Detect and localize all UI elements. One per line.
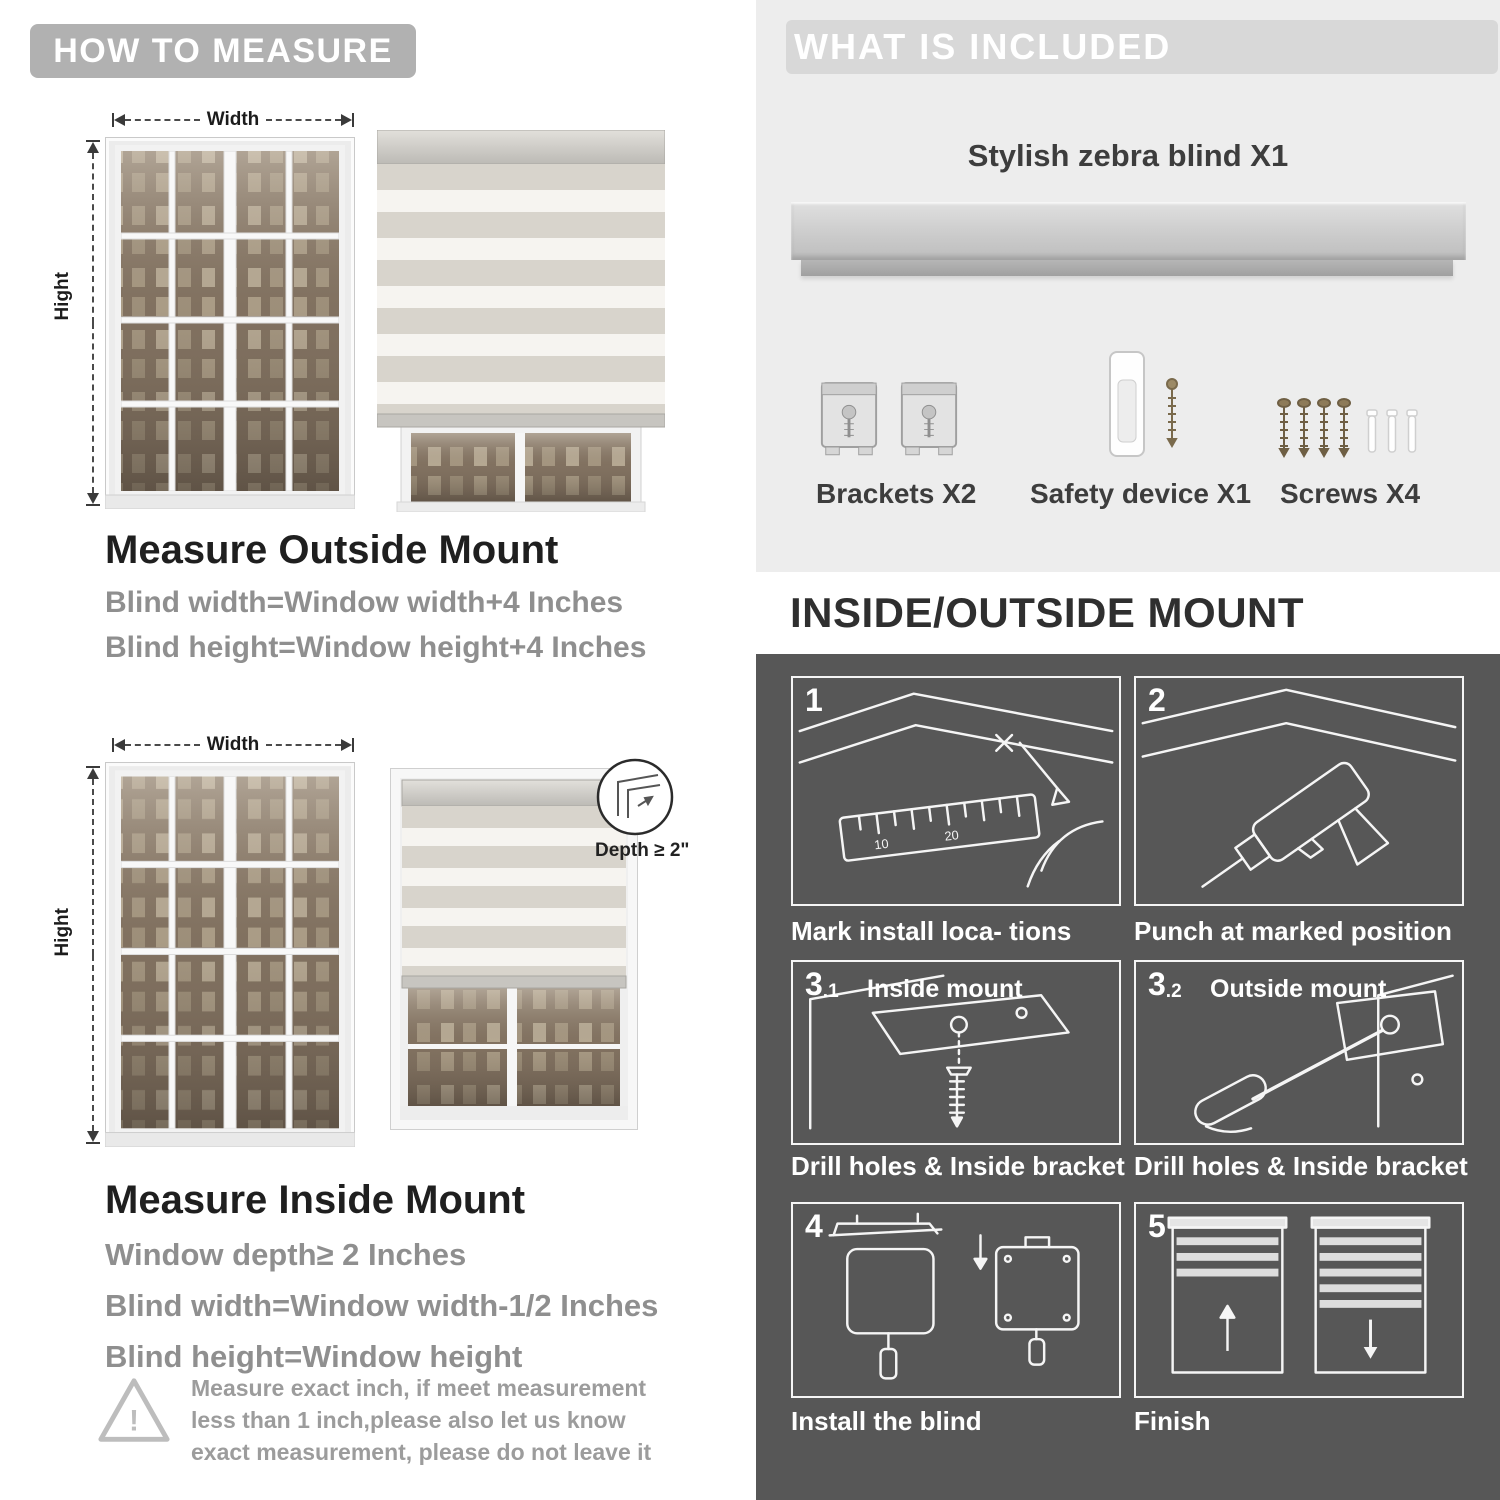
screws-label: Screws X4	[1280, 478, 1421, 509]
svg-text:!: !	[129, 1406, 139, 1438]
how-to-measure-header: HOW TO MEASURE	[30, 24, 416, 78]
width-label: Width	[206, 734, 260, 755]
inside-mount-rule-3: Blind height=Window height	[105, 1339, 523, 1374]
what-is-included-header: WHAT IS INCLUDED	[786, 20, 1498, 74]
step-panel-5: 5	[1134, 1202, 1464, 1398]
svg-text:10: 10	[873, 836, 889, 853]
height-label: Hight	[52, 272, 73, 321]
finish-drawing	[1167, 1216, 1431, 1374]
drill-drawing	[1141, 688, 1457, 888]
what-is-included-section: WHAT IS INCLUDED Stylish zebra blind X1	[756, 0, 1500, 572]
height-arrow-inside	[86, 766, 100, 1144]
step-caption-4: Install the blind	[791, 1406, 982, 1436]
width-label: Width	[206, 109, 260, 130]
mount-title-band: INSIDE/OUTSIDE MOUNT	[756, 572, 1500, 654]
mount-steps-section: 1 10 20	[756, 654, 1500, 1500]
outside-mount-rule-2: Blind height=Window height+4 Inches	[105, 631, 647, 664]
bracket-icon	[898, 372, 960, 465]
mount-title: INSIDE/OUTSIDE MOUNT	[790, 589, 1305, 636]
step-panel-3-1: 3.1 Inside mount	[791, 960, 1121, 1145]
zebra-blind-illustration-outside	[376, 129, 666, 513]
measure-note-text: Measure exact inch, if meet measurement …	[191, 1375, 652, 1466]
inside-bracket-drawing	[808, 974, 1070, 1130]
measure-note: ! Measure exact inch, if meet measuremen…	[95, 1372, 655, 1469]
bracket-icon	[818, 372, 880, 465]
inside-mount-title: Measure Inside Mount	[105, 1178, 526, 1222]
height-label: Hight	[52, 908, 73, 957]
outside-mount-rule-1: Blind width=Window width+4 Inches	[105, 586, 624, 619]
outside-mount-title: Measure Outside Mount	[105, 528, 559, 572]
width-arrow-outside: Width	[112, 109, 354, 130]
safety-device-icon	[1092, 348, 1196, 469]
svg-text:20: 20	[944, 827, 960, 844]
step-caption-1: Mark install loca- tions	[791, 916, 1072, 946]
step-caption-3-1: Drill holes & Inside bracket	[791, 1151, 1125, 1181]
zebra-blind-illustration-inside	[389, 767, 639, 1131]
window-illustration-outside	[104, 136, 356, 510]
step-panel-2: 2	[1134, 676, 1464, 906]
step-panel-1: 1 10 20	[791, 676, 1121, 906]
height-arrow-outside	[86, 140, 100, 506]
depth-detail-circle	[594, 756, 676, 838]
step-caption-3-2: Drill holes & Inside bracket	[1134, 1151, 1468, 1181]
depth-label: Depth ≥ 2"	[595, 840, 690, 861]
included-blind-label: Stylish zebra blind X1	[967, 138, 1289, 173]
step-caption-5: Finish	[1134, 1406, 1211, 1436]
brackets-label: Brackets X2	[816, 478, 977, 509]
step-caption-2: Punch at marked position	[1134, 916, 1452, 946]
headrail-bottom-lip	[801, 260, 1453, 276]
outside-bracket-drawing	[1194, 974, 1454, 1133]
install-blind-drawing	[828, 1212, 1080, 1380]
width-arrow-inside: Width	[112, 734, 354, 755]
screws-icon	[1276, 396, 1428, 469]
inside-mount-rule-2: Blind width=Window width-1/2 Inches	[105, 1288, 659, 1323]
window-illustration-inside	[104, 760, 356, 1149]
headrail-illustration	[791, 202, 1466, 260]
step-panel-4: 4	[791, 1202, 1121, 1398]
mark-locations-drawing: 10 20	[798, 692, 1114, 888]
step-panel-3-2: 3.2 Outside mount	[1134, 960, 1464, 1145]
inside-mount-rule-1: Window depth≥ 2 Inches	[105, 1237, 467, 1272]
safety-device-label: Safety device X1	[1030, 478, 1252, 509]
warning-icon: !	[95, 1372, 173, 1455]
